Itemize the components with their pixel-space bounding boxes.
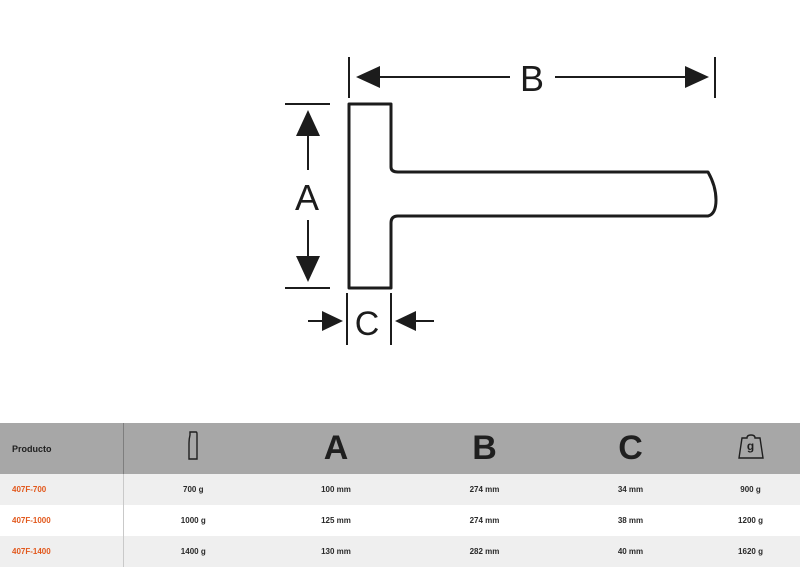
column-header-c: C xyxy=(618,429,643,467)
hammer-spec-table: Producto A B C g 407F-700 700 g xyxy=(0,423,800,567)
total-weight-cell: 1200 g xyxy=(738,516,763,525)
table-row: 407F-700 700 g 100 mm 274 mm 34 mm 900 g xyxy=(0,474,800,505)
total-weight-cell: 1620 g xyxy=(738,547,763,556)
dimension-b xyxy=(348,57,716,98)
dimension-c-cell: 40 mm xyxy=(617,547,644,556)
table-row: 407F-1400 1400 g 130 mm 282 mm 40 mm 162… xyxy=(0,536,800,567)
total-weight-cell: 900 g xyxy=(740,485,761,494)
dimension-b-cell: 282 mm xyxy=(469,547,500,556)
dimension-c xyxy=(308,293,434,345)
dimension-c-cell: 38 mm xyxy=(617,516,644,525)
dimension-c-cell: 34 mm xyxy=(617,485,644,494)
weight-icon: g xyxy=(737,433,764,459)
column-header-head-weight xyxy=(123,423,263,474)
column-header-b: B xyxy=(472,429,497,467)
dimension-a-cell: 130 mm xyxy=(321,547,351,556)
column-header-total-weight: g xyxy=(701,423,800,474)
head-weight-cell: 1400 g xyxy=(180,547,206,556)
hammer-outline xyxy=(347,102,718,290)
dimension-b-label: B xyxy=(520,58,544,99)
dimension-b-cell: 274 mm xyxy=(469,516,500,525)
hammer-dimension-diagram: B A C xyxy=(285,57,718,345)
table-row: 407F-1000 1000 g 125 mm 274 mm 38 mm 120… xyxy=(0,505,800,536)
product-code: 407F-700 xyxy=(0,474,124,505)
dimension-a xyxy=(285,103,330,289)
hammer-head-weight-icon xyxy=(188,431,198,460)
weight-unit-label: g xyxy=(746,439,755,453)
head-weight-cell: 1000 g xyxy=(180,516,206,525)
dimension-a-cell: 100 mm xyxy=(321,485,351,494)
dimension-b-cell: 274 mm xyxy=(469,485,500,494)
product-code: 407F-1400 xyxy=(0,536,124,567)
dimension-a-label: A xyxy=(295,177,319,218)
table-header-row: Producto A B C g xyxy=(0,423,800,474)
head-weight-cell: 700 g xyxy=(183,485,204,494)
column-header-product: Producto xyxy=(0,423,124,474)
dimension-c-label: C xyxy=(355,305,380,343)
dimension-a-cell: 125 mm xyxy=(321,516,351,525)
product-code: 407F-1000 xyxy=(0,505,124,536)
column-header-a: A xyxy=(323,429,349,467)
